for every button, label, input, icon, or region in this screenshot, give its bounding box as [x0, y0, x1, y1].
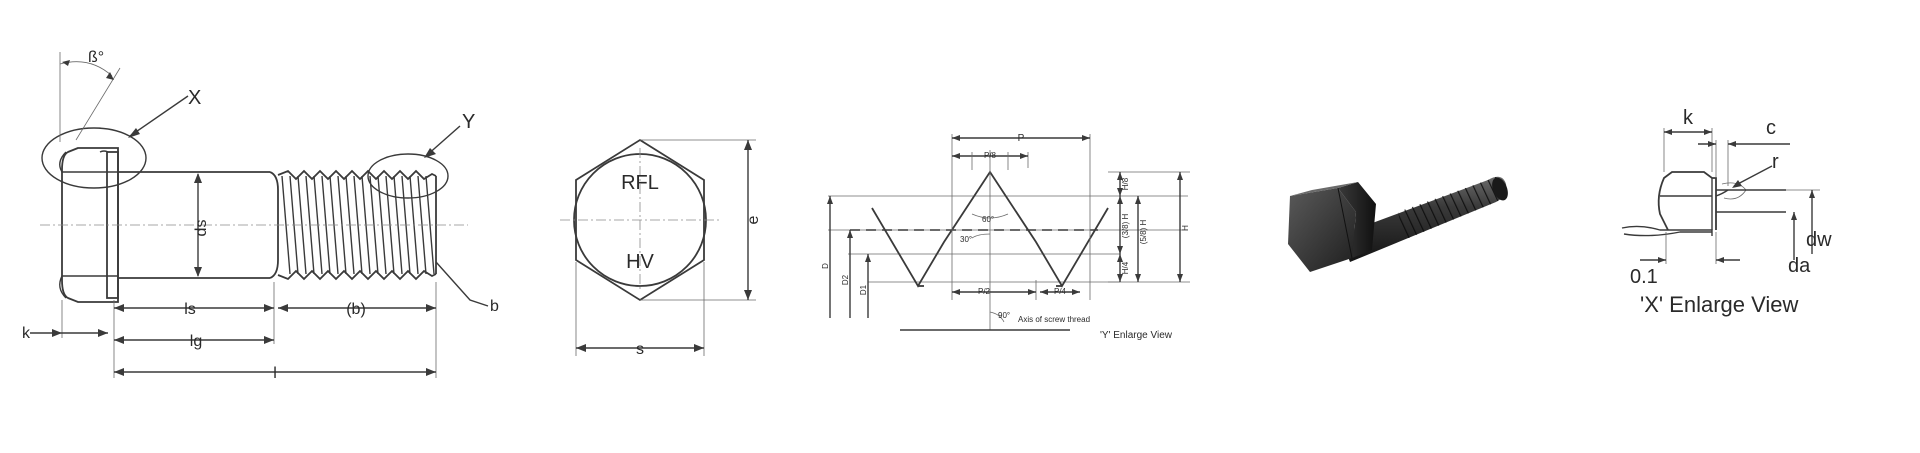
tolerance-label: 0.1 [1630, 266, 1658, 288]
y-callout-label: Y [462, 111, 475, 133]
x-dw-label: dw [1806, 229, 1832, 251]
y-callout-circle [367, 153, 449, 199]
angle60-label: 60° [982, 215, 994, 224]
b-end-label: b [490, 298, 499, 315]
thread-profile-detail: P P/8 60° 30° H/8 (3/8) H (5/8) H H/4 [821, 133, 1190, 341]
k-label: k [22, 325, 31, 342]
h58-label: (5/8) H [1139, 220, 1148, 245]
x-callout-label: X [188, 87, 201, 109]
head-end-view: RFL HV e s [560, 138, 762, 358]
p2-label: P/2 [978, 287, 991, 296]
e-label: e [745, 215, 762, 224]
d-label: D [821, 263, 830, 269]
h4-label: H/4 [1121, 261, 1130, 274]
rfl-marking: RFL [621, 172, 659, 194]
angle30-label: 30° [960, 235, 972, 244]
angle90-label: 90° [998, 311, 1010, 320]
x-c-label: c [1766, 117, 1776, 139]
b-paren-label: (b) [346, 301, 366, 318]
bolt-3d-render [1288, 176, 1508, 272]
x-detail-head [1657, 171, 1717, 231]
p-label: P [1018, 133, 1025, 144]
axis-label: Axis of screw thread [1018, 315, 1090, 324]
beta-angle-marker: ß° [59, 49, 121, 142]
hv-marking: HV [626, 251, 654, 273]
y-view-title: 'Y' Enlarge View [1100, 330, 1173, 341]
h-label: H [1181, 225, 1190, 231]
d1-label: D1 [859, 284, 868, 295]
p4-label: P/4 [1054, 287, 1067, 296]
x-view-title: 'X' Enlarge View [1640, 292, 1799, 317]
p8-label: P/8 [984, 151, 997, 160]
x-da-label: da [1788, 255, 1811, 277]
ls-label: ls [184, 301, 196, 318]
bolt-side-view: ß° X Y ds b ls (b) [22, 49, 499, 382]
lg-label: lg [190, 333, 202, 350]
s-label: s [636, 341, 644, 358]
h38-label: (3/8) H [1121, 214, 1130, 239]
ds-label: ds [193, 220, 210, 237]
x-detail-view: k c r dw da 0.1 'X' Enlarge View [1621, 107, 1832, 317]
d2-label: D2 [841, 274, 850, 285]
x-k-label: k [1683, 107, 1694, 129]
x-callout-circle [41, 127, 147, 189]
bolt-head-side [59, 147, 119, 303]
beta-label: ß° [88, 49, 104, 66]
h8-label: H/8 [1121, 177, 1130, 190]
x-r-label: r [1772, 151, 1779, 173]
l-label: l [273, 365, 277, 382]
